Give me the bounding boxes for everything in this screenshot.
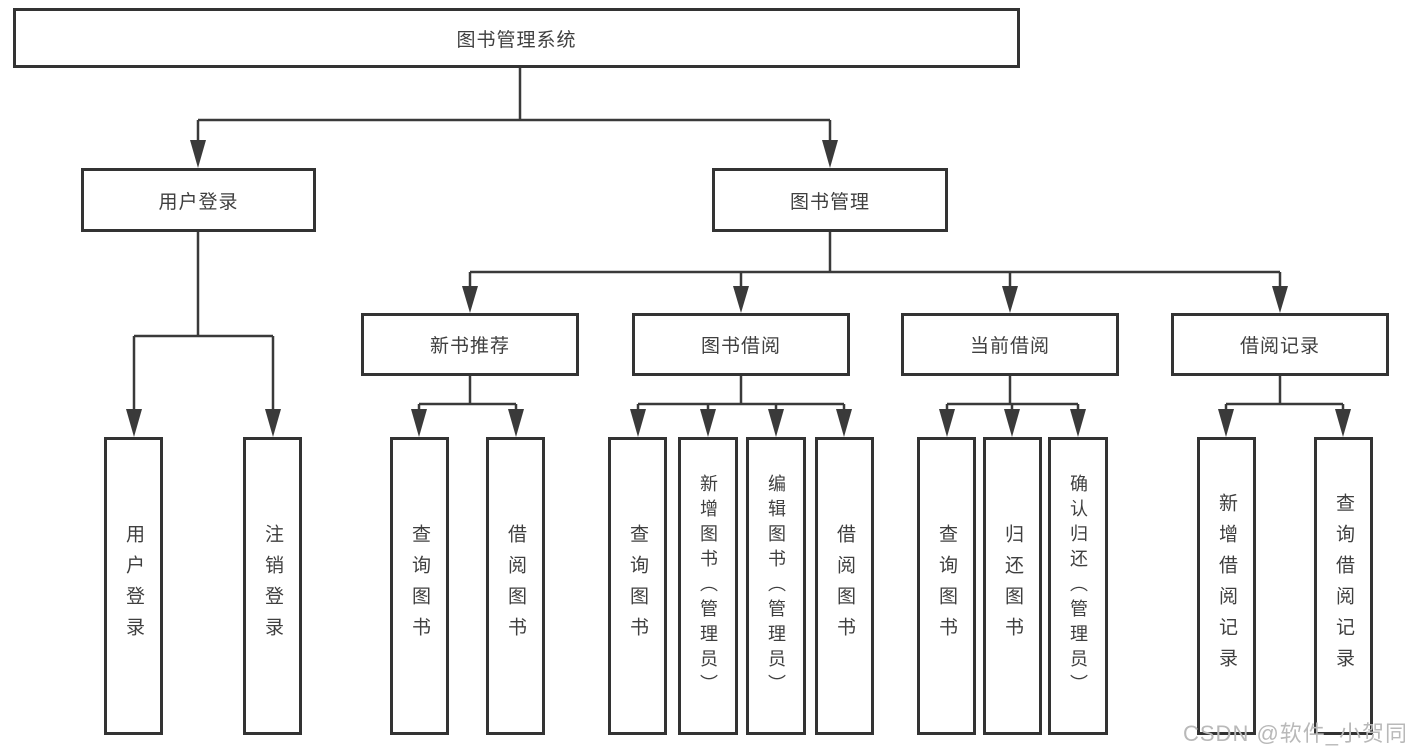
node-label: 图书管理: [789, 191, 870, 213]
leaf-edit-books-admin: 编辑图书（管理员）: [746, 437, 806, 735]
node-label: 查询借阅记录: [1333, 493, 1354, 679]
leaf-query-books: 查询图书: [390, 437, 449, 735]
node-new-book-recommendation: 新书推荐: [361, 313, 579, 376]
node-label: 图书管理系统: [456, 29, 577, 51]
leaf-user-login: 用户登录: [104, 437, 163, 735]
leaf-query-books: 查询图书: [608, 437, 667, 735]
node-label: 新增图书（管理员）: [698, 473, 718, 699]
leaf-borrow-books: 借阅图书: [486, 437, 545, 735]
node-library-management-system: 图书管理系统: [13, 8, 1020, 68]
node-label: 归还图书: [1002, 524, 1023, 648]
node-book-borrowing: 图书借阅: [632, 313, 850, 376]
node-label: 借阅图书: [834, 524, 855, 648]
leaf-add-books-admin: 新增图书（管理员）: [678, 437, 738, 735]
node-label: 当前借阅: [969, 336, 1050, 357]
node-label: 注销登录: [262, 524, 283, 648]
node-user-login: 用户登录: [81, 168, 316, 232]
node-label: 新增借阅记录: [1216, 493, 1237, 679]
leaf-borrow-books: 借阅图书: [815, 437, 874, 735]
node-label: 确认归还（管理员）: [1068, 473, 1088, 699]
leaf-add-borrow-record: 新增借阅记录: [1197, 437, 1256, 735]
node-borrowing-records: 借阅记录: [1171, 313, 1389, 376]
leaf-return-books: 归还图书: [983, 437, 1042, 735]
leaf-logout: 注销登录: [243, 437, 302, 735]
node-label: 借阅图书: [505, 524, 526, 648]
csdn-watermark: CSDN @软件_小贺同学: [1183, 721, 1405, 746]
node-label: 图书借阅: [700, 336, 781, 357]
node-label: 用户登录: [123, 524, 144, 648]
node-book-management: 图书管理: [712, 168, 948, 232]
node-label: 借阅记录: [1239, 336, 1320, 357]
node-label: 用户登录: [158, 191, 239, 213]
node-label: 查询图书: [936, 524, 957, 648]
node-current-borrowing: 当前借阅: [901, 313, 1119, 376]
node-label: 查询图书: [409, 524, 430, 648]
leaf-query-borrow-record: 查询借阅记录: [1314, 437, 1373, 735]
leaf-confirm-return-admin: 确认归还（管理员）: [1048, 437, 1108, 735]
leaf-query-books: 查询图书: [917, 437, 976, 735]
node-label: 查询图书: [627, 524, 648, 648]
node-label: 新书推荐: [429, 336, 510, 357]
node-label: 编辑图书（管理员）: [766, 473, 786, 699]
